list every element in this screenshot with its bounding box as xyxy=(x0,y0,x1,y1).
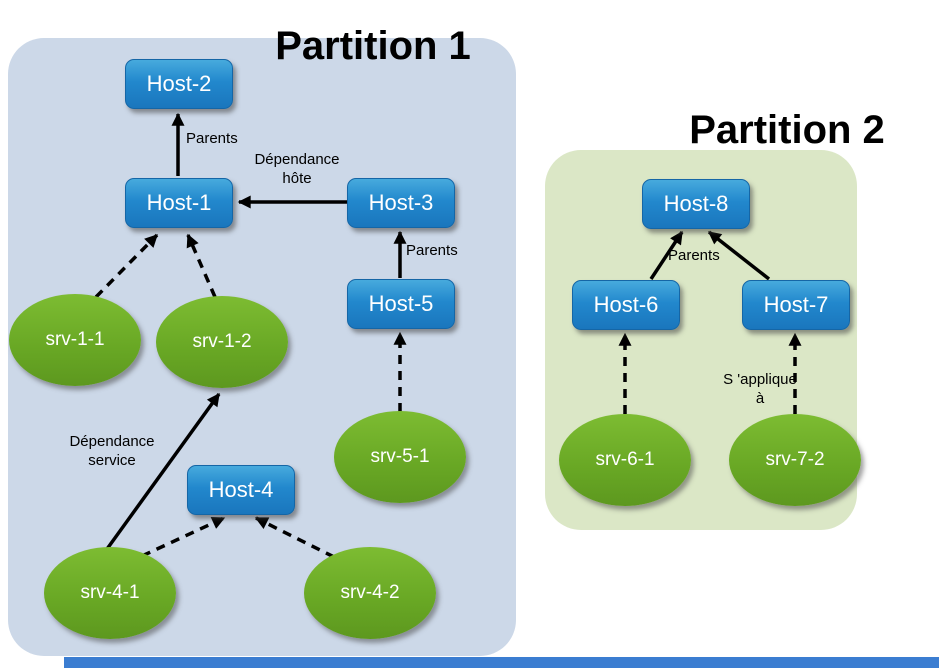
node-host-8: Host-8 xyxy=(642,179,750,229)
node-srv-7-2: srv-7-2 xyxy=(729,414,861,506)
node-host-4: Host-4 xyxy=(187,465,295,515)
edge-label-dependance-service: Dépendance service xyxy=(69,433,155,469)
bottom-window-strip xyxy=(64,657,939,668)
node-srv-6-1: srv-6-1 xyxy=(559,414,691,506)
node-host-3: Host-3 xyxy=(347,178,455,228)
partition-1-title: Partition 1 xyxy=(275,24,471,68)
node-srv-1-2: srv-1-2 xyxy=(156,296,288,388)
node-srv-5-1: srv-5-1 xyxy=(334,411,466,503)
node-srv-1-1: srv-1-1 xyxy=(9,294,141,386)
node-host-6: Host-6 xyxy=(572,280,680,330)
edge-label-sapplique-a: S 'applique à xyxy=(723,371,797,407)
edge-label-parents-host5-host3: Parents xyxy=(406,242,458,259)
node-srv-4-2: srv-4-2 xyxy=(304,547,436,639)
edge-label-parents-host67-host8: Parents xyxy=(668,247,720,264)
edge-label-parents-host1-host2: Parents xyxy=(186,130,238,147)
node-host-2: Host-2 xyxy=(125,59,233,109)
node-srv-4-1: srv-4-1 xyxy=(44,547,176,639)
node-host-7: Host-7 xyxy=(742,280,850,330)
edge-label-dependance-hote: Dépendance hôte xyxy=(254,151,340,187)
node-host-1: Host-1 xyxy=(125,178,233,228)
node-host-5: Host-5 xyxy=(347,279,455,329)
partition-2-title: Partition 2 xyxy=(689,108,885,152)
